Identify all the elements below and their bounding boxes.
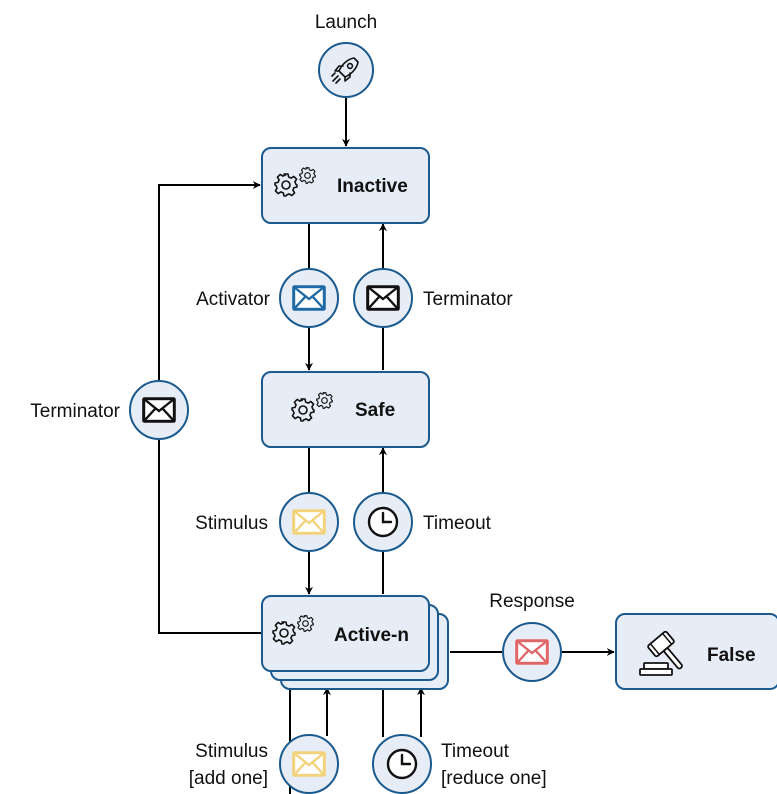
event-activator[interactable]: Activator	[196, 268, 339, 328]
event-stimulus-add[interactable]: Stimulus [add one]	[189, 734, 339, 794]
state-safe[interactable]: Safe	[261, 371, 430, 448]
launch-label: Launch	[315, 12, 377, 33]
stimulus-label: Stimulus	[195, 513, 268, 534]
inactive-box	[261, 147, 430, 224]
envelope-icon	[292, 285, 326, 311]
launch-event[interactable]: Launch	[315, 12, 377, 98]
envelope-icon	[292, 751, 326, 777]
stimulus-add-label-line1: Stimulus	[195, 741, 268, 762]
terminator-left-label: Terminator	[30, 401, 120, 422]
active-label: Active-n	[334, 625, 409, 646]
stimulus-add-label-line2: [add one]	[189, 768, 268, 789]
safe-box	[261, 371, 430, 448]
activator-label: Activator	[196, 289, 271, 310]
envelope-icon	[142, 397, 176, 423]
event-terminator-left[interactable]: Terminator	[30, 380, 189, 440]
state-active[interactable]: Active-n	[261, 595, 449, 690]
rocket-icon	[331, 57, 359, 84]
terminator-right-label: Terminator	[423, 289, 513, 310]
gavel-icon	[639, 630, 683, 676]
event-timeout[interactable]: Timeout	[353, 492, 492, 552]
event-terminator-right[interactable]: Terminator	[353, 268, 513, 328]
envelope-icon	[292, 509, 326, 535]
launch-circle	[318, 42, 374, 98]
active-box	[261, 595, 430, 672]
flow-terminator-left-to-inactive	[158, 181, 261, 380]
event-stimulus[interactable]: Stimulus	[195, 492, 339, 552]
timeout-label: Timeout	[423, 513, 492, 534]
envelope-icon	[366, 285, 400, 311]
state-false[interactable]: False	[615, 613, 777, 690]
false-label: False	[707, 645, 756, 666]
timeout-reduce-label-line2: [reduce one]	[441, 768, 547, 789]
envelope-icon	[515, 639, 549, 665]
flow-active-to-terminator-left	[158, 440, 262, 634]
inactive-label: Inactive	[337, 176, 408, 197]
safe-label: Safe	[355, 400, 395, 421]
timeout-reduce-label-line1: Timeout	[441, 741, 510, 762]
event-timeout-reduce[interactable]: Timeout [reduce one]	[372, 734, 547, 794]
clock-icon	[367, 506, 399, 538]
response-label: Response	[489, 591, 575, 612]
event-response[interactable]: Response	[489, 591, 575, 682]
state-inactive[interactable]: Inactive	[261, 147, 430, 224]
clock-icon	[386, 748, 418, 780]
